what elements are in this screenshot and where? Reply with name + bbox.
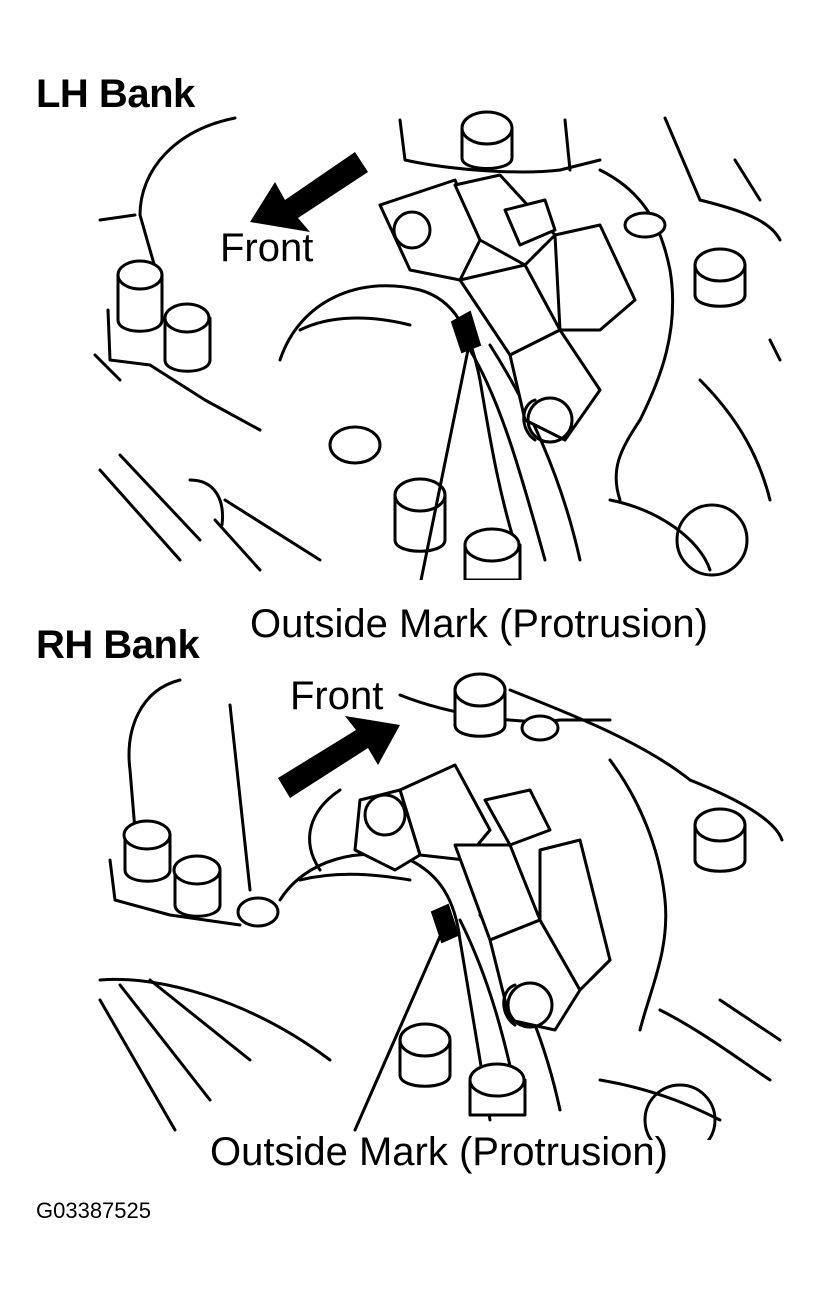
rh-bank-illustration: [98, 672, 784, 1140]
lh-front-label: Front: [220, 226, 314, 270]
figure-code: G03387525: [36, 1198, 151, 1223]
front-arrow-lh: [250, 152, 368, 232]
front-arrow-rh: [278, 716, 400, 798]
lh-bank-heading: LH Bank: [36, 72, 195, 116]
rh-outside-mark-callout: Outside Mark (Protrusion): [210, 1130, 668, 1174]
lh-outside-mark-callout: Outside Mark (Protrusion): [250, 602, 708, 646]
rh-front-label: Front: [290, 674, 384, 718]
rh-bank-heading: RH Bank: [36, 623, 200, 667]
lh-bank-illustration: [93, 110, 782, 580]
